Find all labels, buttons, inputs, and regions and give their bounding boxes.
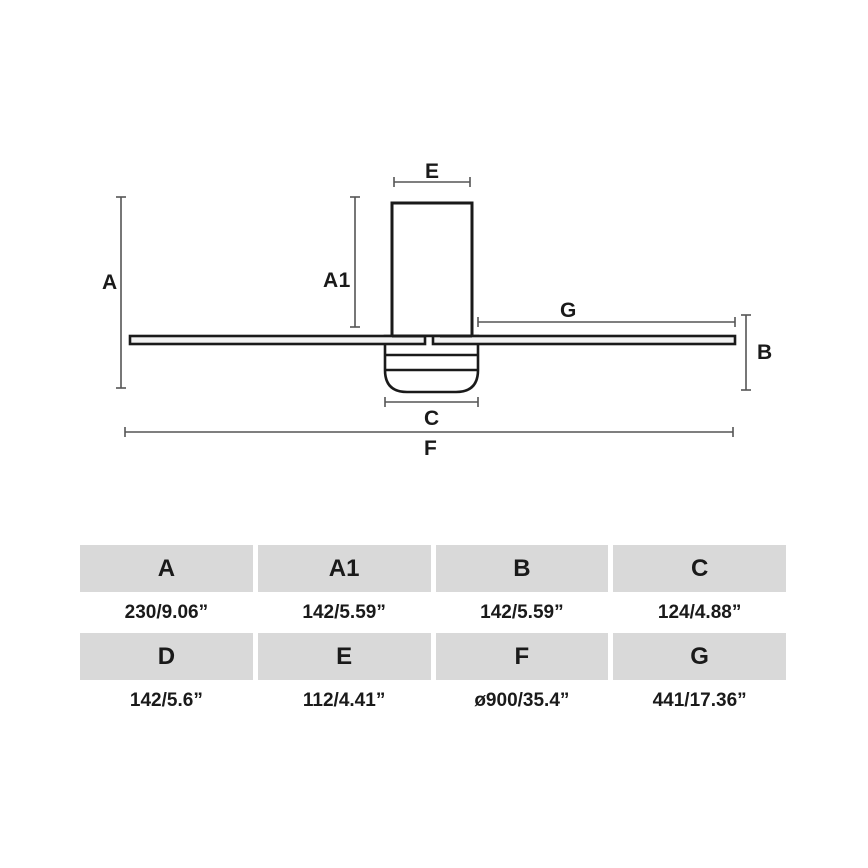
dimension-line-B [740, 314, 752, 391]
table-header-cell: D [80, 633, 253, 680]
table-header-cell: B [435, 545, 609, 592]
fan-blade-right [431, 334, 737, 346]
table-value-cell: 142/5.59” [435, 592, 609, 633]
dimension-lines-group [115, 176, 752, 438]
motor-housing-upper [390, 201, 474, 338]
dimension-line-E [393, 176, 471, 188]
dimension-label-C: C [424, 407, 440, 430]
dimension-label-F: F [424, 437, 438, 460]
table-value-cell: 230/9.06” [80, 592, 253, 633]
motor-housing-lower [383, 334, 480, 394]
table-header-cell: A [80, 545, 253, 592]
dimension-label-A: A [102, 271, 118, 294]
technical-drawing: A A1 B C E F G [102, 160, 773, 460]
table-header-cell: A1 [257, 545, 431, 592]
table-header-cell: G [613, 633, 786, 680]
dimension-line-A1 [349, 196, 361, 328]
table-header-cell: C [613, 545, 786, 592]
dimension-label-A1: A1 [323, 269, 351, 292]
table-value-row: 142/5.6” 112/4.41” ø900/35.4” 441/17.36” [80, 680, 786, 721]
fan-body-group [128, 201, 737, 394]
dimension-label-B: B [757, 341, 773, 364]
table-header-row: D E F G [80, 633, 786, 680]
dimensions-table: A A1 B C 230/9.06” 142/5.59” 142/5.59” 1… [80, 545, 786, 721]
table-value-cell: 124/4.88” [613, 592, 786, 633]
table-value-cell: ø900/35.4” [435, 680, 609, 721]
table-value-cell: 441/17.36” [613, 680, 786, 721]
table-value-row: 230/9.06” 142/5.59” 142/5.59” 124/4.88” [80, 592, 786, 633]
table-value-cell: 142/5.6” [80, 680, 253, 721]
dimension-line-G [477, 316, 736, 328]
fan-blade-left [128, 334, 427, 346]
fan-elevation-drawing [115, 176, 752, 438]
table-header-cell: E [257, 633, 431, 680]
table-header-row: A A1 B C [80, 545, 786, 592]
table-header-cell: F [435, 633, 609, 680]
dimension-label-G: G [560, 299, 577, 322]
table-value-cell: 142/5.59” [257, 592, 431, 633]
dimension-line-A [115, 196, 127, 389]
dimension-label-E: E [425, 160, 440, 183]
table-value-cell: 112/4.41” [257, 680, 431, 721]
dimension-line-F [124, 426, 734, 438]
dimension-line-C [384, 396, 479, 408]
